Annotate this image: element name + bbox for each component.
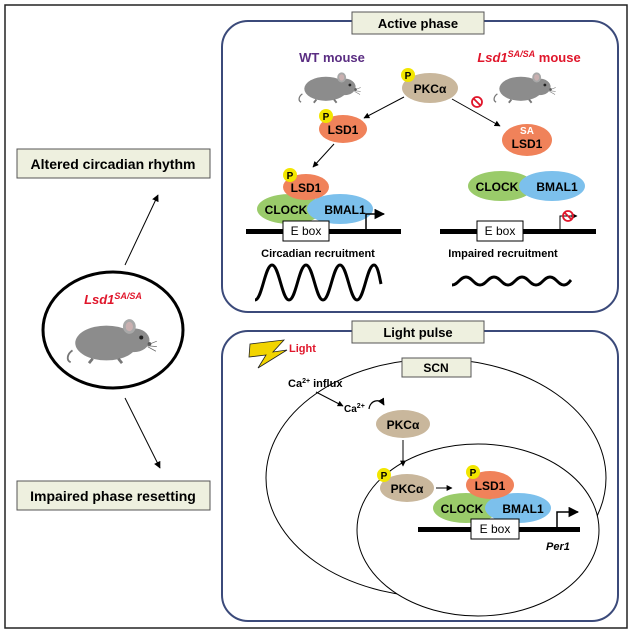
- bmal1-mut-label: BMAL1: [536, 180, 578, 194]
- bmal1-wt-label: BMAL1: [324, 203, 366, 217]
- ebox-nucleus: [470, 518, 520, 540]
- light-pulse-title: Light pulse: [383, 325, 452, 340]
- circadian-recruitment-label: Circadian recruitment: [261, 248, 375, 260]
- pkc-to-lsd1-arrow: [363, 96, 405, 119]
- lsd1-wt: [319, 115, 367, 143]
- arrow-to-impaired-resetting: [124, 397, 161, 469]
- low-amplitude-wave: [451, 275, 573, 287]
- phospho-pkc-top: [401, 68, 415, 82]
- lsd1-to-complex-arrow: [312, 143, 335, 168]
- impaired-recruitment-label: Impaired recruitment: [448, 248, 558, 260]
- phospho-lsd1-wt-bound-label: P: [287, 171, 294, 182]
- pkc-cytoplasm: [376, 410, 430, 438]
- scn-box: [401, 357, 472, 378]
- bmal1-mut: [519, 171, 585, 201]
- clock-mut-label: CLOCK: [476, 180, 519, 194]
- altered-rhythm-box: [16, 148, 211, 179]
- lsd1-sa: [502, 124, 552, 156]
- pkc-cytoplasm-label: PKCα: [387, 418, 420, 432]
- ebox-nucleus-label: E box: [480, 522, 511, 536]
- blocked-phosphorylation-icon: [471, 96, 483, 108]
- phospho-pkc-top-label: P: [405, 71, 412, 82]
- active-phase-title: Active phase: [378, 16, 458, 31]
- ca-influx-label: Ca2+ influx: [288, 378, 343, 390]
- per1-label: Per1: [546, 541, 570, 553]
- mutant-mouse-label: Lsd1SA/SA: [84, 291, 142, 307]
- phospho-pkc-nucleus-label: P: [381, 471, 388, 482]
- pkc-top-label: PKCα: [414, 82, 447, 96]
- bmal1-nucleus-label: BMAL1: [502, 502, 544, 516]
- bmal1-nucleus: [485, 493, 551, 523]
- impaired-resetting-label: Impaired phase resetting: [30, 488, 196, 504]
- mutant-mouse-title: Lsd1SA/SA mouse: [477, 49, 580, 65]
- pkc-nucleus-label: PKCα: [391, 482, 424, 496]
- lsd1-nucleus: [466, 471, 514, 499]
- sa-label: SA: [520, 126, 534, 137]
- ebox-wt: [282, 220, 330, 242]
- active-phase-title-box: [351, 11, 485, 35]
- clock-wt-label: CLOCK: [265, 203, 308, 217]
- ca-binding-arrow: [368, 397, 385, 410]
- pkc-to-sa-lsd1-arrow: [451, 98, 501, 127]
- light-pulse-title-box: [351, 320, 485, 344]
- wt-mouse-label: WT mouse: [299, 50, 365, 65]
- ebox-wt-label: E box: [291, 224, 322, 238]
- lsd1-wt-bound-label: LSD1: [291, 181, 322, 195]
- phospho-lsd1-nucleus: [466, 465, 480, 479]
- active-phase-panel: Active phase WT mouse Lsd1SA/SA mouse PK…: [221, 11, 619, 313]
- clock-wt: [257, 194, 323, 224]
- clock-mut: [468, 171, 534, 201]
- altered-rhythm-label: Altered circadian rhythm: [31, 156, 196, 172]
- phospho-lsd1-nucleus-label: P: [470, 468, 477, 479]
- tss-arrow-mut: [559, 213, 578, 229]
- arrow-to-altered-rhythm: [124, 194, 159, 266]
- pkc-top: [402, 73, 458, 103]
- lsd1-nucleus-label: LSD1: [475, 479, 506, 493]
- phospho-lsd1-wt-label: P: [323, 112, 330, 123]
- bmal1-wt: [307, 194, 373, 224]
- lsd1-sa-label: LSD1: [512, 137, 543, 151]
- ebox-mut: [476, 220, 524, 242]
- ebox-mut-label: E box: [485, 224, 516, 238]
- phospho-pkc-nucleus: [377, 468, 391, 482]
- tss-arrow-wt: [365, 208, 386, 229]
- impaired-resetting-box: [16, 480, 211, 511]
- blocked-transcription-icon: [562, 210, 574, 222]
- ca-influx-arrow: [315, 391, 344, 407]
- tss-arrow-per1: [556, 506, 580, 527]
- light-label: Light: [289, 343, 316, 355]
- phospho-lsd1-wt-bound: [283, 168, 297, 182]
- ca-label: Ca2+: [344, 403, 365, 415]
- lsd1-wt-bound: [283, 174, 329, 200]
- high-amplitude-wave: [254, 263, 383, 302]
- pkc-nucleus: [380, 474, 434, 502]
- phospho-lsd1-wt: [319, 109, 333, 123]
- clock-nucleus: [433, 493, 499, 523]
- lightning-icon: [248, 339, 288, 369]
- scn-label: SCN: [423, 361, 448, 375]
- light-pulse-panel: Light pulse Light SCN Ca2+ influx Ca2+ P…: [221, 320, 619, 622]
- lsd1-wt-label: LSD1: [328, 123, 359, 137]
- clock-nucleus-label: CLOCK: [441, 502, 484, 516]
- left-panel: Altered circadian rhythm Impaired phase …: [16, 148, 211, 511]
